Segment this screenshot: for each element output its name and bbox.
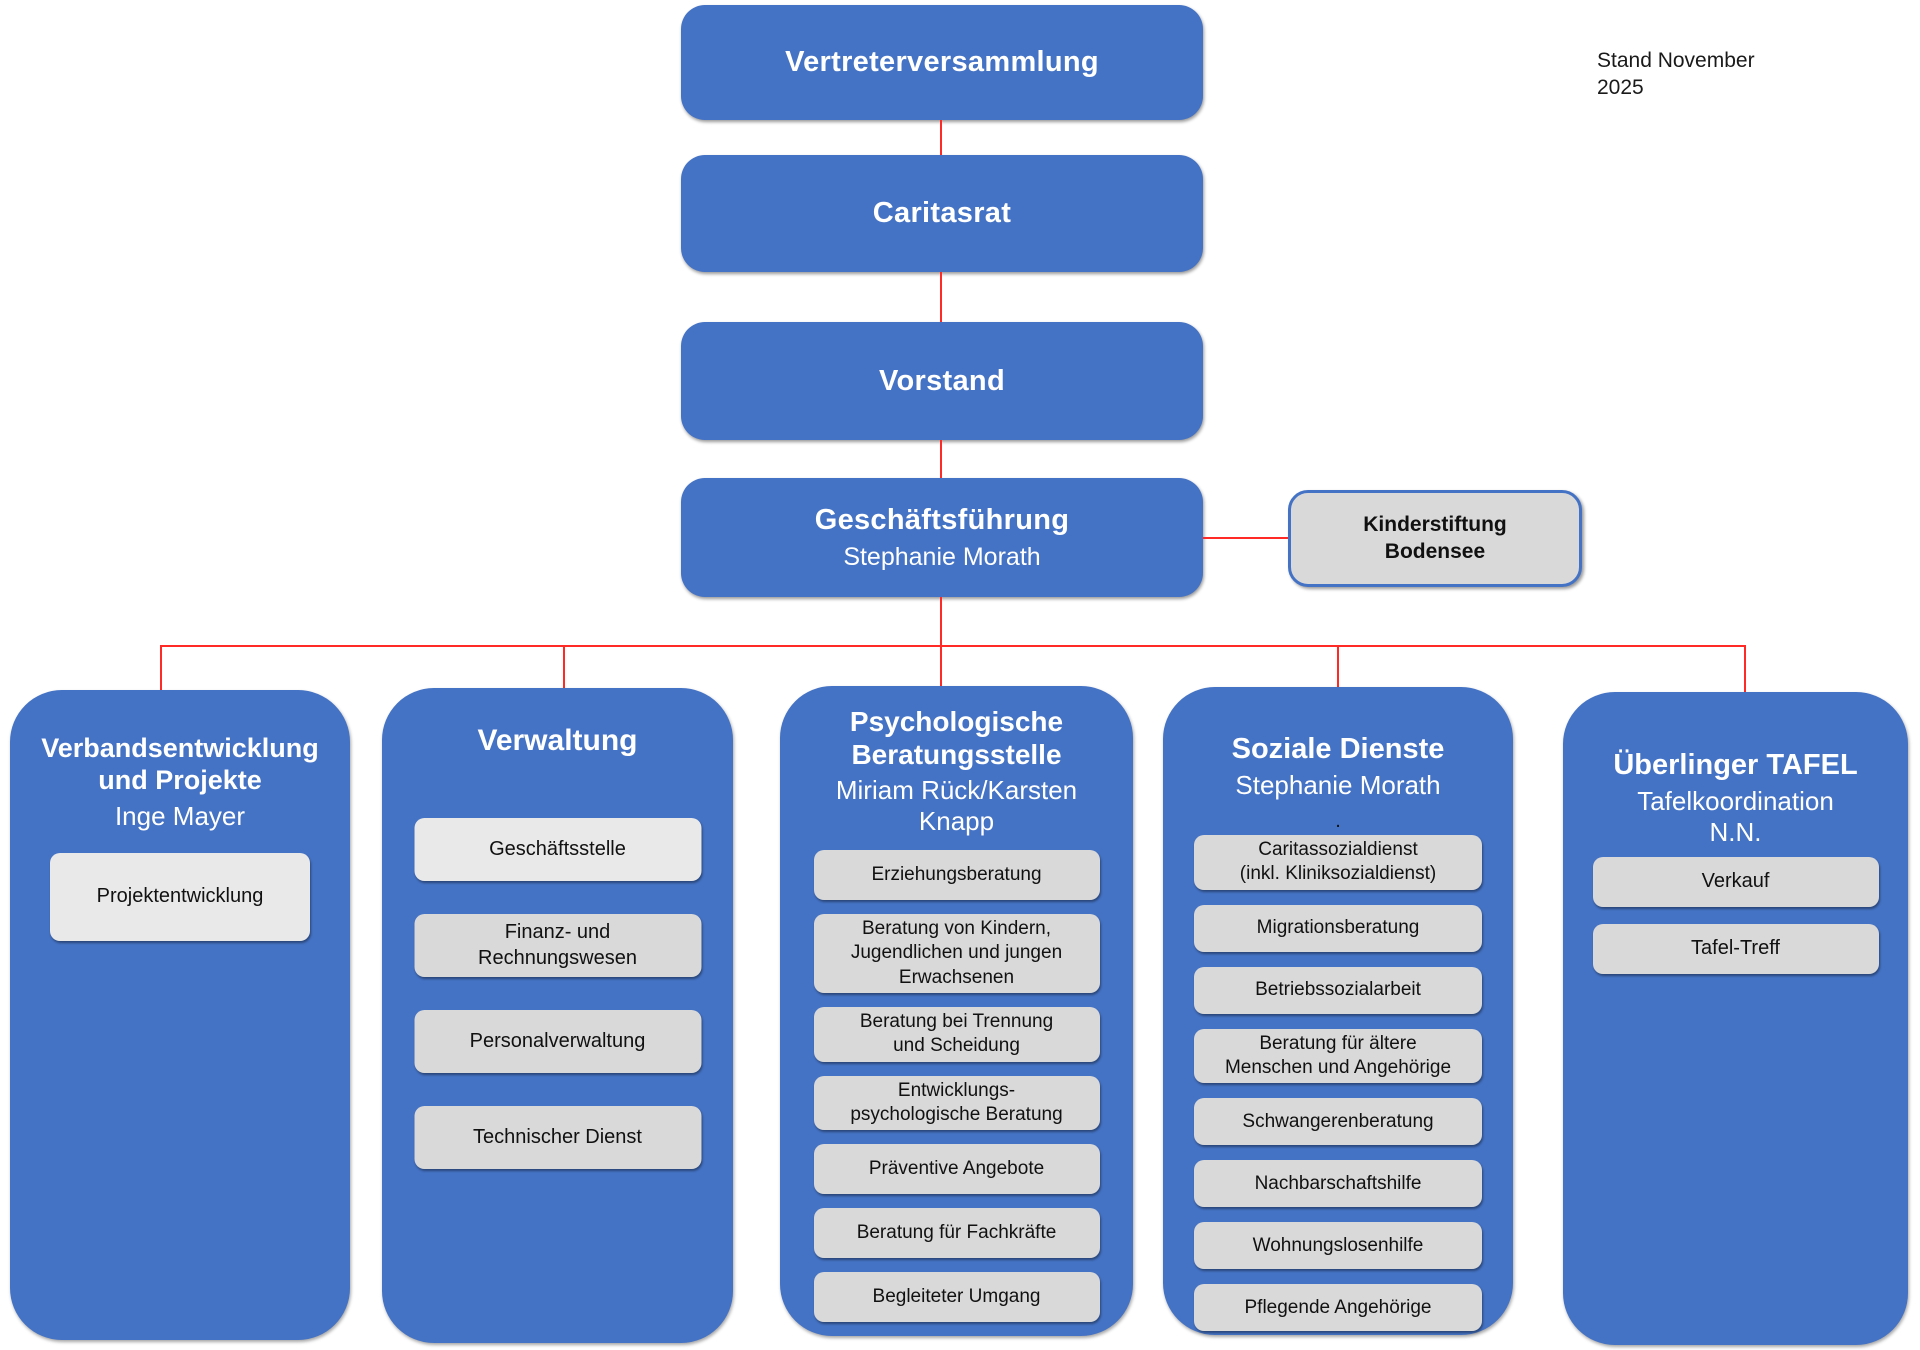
node-person: Stephanie Morath [843,542,1041,571]
connector-line [940,272,942,322]
org-item: Verkauf [1592,857,1879,907]
connector-line [940,597,942,645]
department-title: Psychologische Beratungsstelle [849,706,1064,771]
node-title: Geschäftsführung [814,503,1070,536]
department-person: Inge Mayer [114,800,246,831]
connector-line [940,440,942,478]
node-title: Vertreterversammlung [785,46,1099,78]
org-item: Technischer Dienst [414,1106,701,1169]
department-title: Verbandsentwicklung und Projekte [41,733,319,795]
org-node-caritasrat: Caritasrat [681,155,1203,272]
org-item: Beratung für Fachkräfte [813,1208,1100,1259]
org-node-geschaeftsfuehrung: Geschäftsführung Stephanie Morath [681,478,1203,597]
org-item: Begleiteter Umgang [813,1272,1100,1323]
org-item: Erziehungsberatung [813,850,1100,900]
department-items: Projektentwicklung [50,853,310,941]
department-person: Stephanie Morath [1235,770,1441,801]
org-item: Schwangerenberatung [1194,1098,1482,1146]
department-head: Überlinger TAFEL Tafelkoordination N.N. [1563,748,1908,849]
org-node-vorstand: Vorstand [681,322,1203,440]
department-title: Verwaltung [477,724,638,757]
connector-line [160,645,162,690]
org-item: Geschäftsstelle [414,818,701,881]
org-item: Projektentwicklung [50,853,310,941]
connector-line [940,645,942,686]
org-node-vertreterversammlung: Vertreterversammlung [681,5,1203,120]
department-head: Verbandsentwicklung und Projekte Inge Ma… [10,733,350,832]
connector-line [1337,645,1339,687]
department-note: . [1335,810,1341,833]
department-title: Soziale Dienste [1231,733,1445,765]
org-item: Entwicklungs- psychologische Beratung [813,1075,1100,1131]
org-item: Beratung für ältere Menschen und Angehör… [1194,1028,1482,1084]
connector-line [1203,537,1288,539]
connector-line [1744,645,1746,692]
department-card-soziale-dienste: Soziale Dienste Stephanie Morath . Carit… [1163,687,1513,1335]
connector-line [940,120,942,155]
org-item: Beratung von Kindern, Jugendlichen und j… [813,914,1100,993]
org-item: Caritassozialdienst (inkl. Kliniksoziald… [1194,835,1482,890]
department-title: Überlinger TAFEL [1613,749,1858,781]
connector-line [563,645,565,688]
department-person: Tafelkoordination N.N. [1637,786,1834,848]
org-item: Betriebssozialarbeit [1194,966,1482,1014]
org-item: Präventive Angebote [813,1144,1100,1195]
org-item: Nachbarschaftshilfe [1194,1160,1482,1208]
department-person: Miriam Rück/Karsten Knapp [835,775,1078,837]
org-item: Migrationsberatung [1194,904,1482,952]
department-head: Psychologische Beratungsstelle Miriam Rü… [780,705,1133,837]
org-item: Beratung bei Trennung und Scheidung [813,1006,1100,1062]
node-title: Caritasrat [872,197,1012,229]
department-head: Verwaltung [382,723,733,758]
org-item: Pflegende Angehörige [1194,1284,1482,1332]
org-item: Tafel-Treff [1592,924,1879,974]
department-card-psychologische-beratungsstelle: Psychologische Beratungsstelle Miriam Rü… [780,686,1133,1336]
department-items: Caritassozialdienst (inkl. Kliniksoziald… [1194,835,1482,1332]
department-card-ueberlinger-tafel: Überlinger TAFEL Tafelkoordination N.N. … [1563,692,1908,1345]
department-head: Soziale Dienste Stephanie Morath . [1163,732,1513,831]
department-card-verbandsentwicklung: Verbandsentwicklung und Projekte Inge Ma… [10,690,350,1340]
org-item: Wohnungslosenhilfe [1194,1222,1482,1270]
org-node-kinderstiftung-bodensee: Kinderstiftung Bodensee [1288,490,1582,587]
org-item: Finanz- und Rechnungswesen [414,914,701,977]
date-note: Stand November 2025 [1597,49,1755,100]
org-item: Personalverwaltung [414,1010,701,1073]
node-title: Vorstand [879,364,1005,397]
connector-rail [160,645,1746,647]
